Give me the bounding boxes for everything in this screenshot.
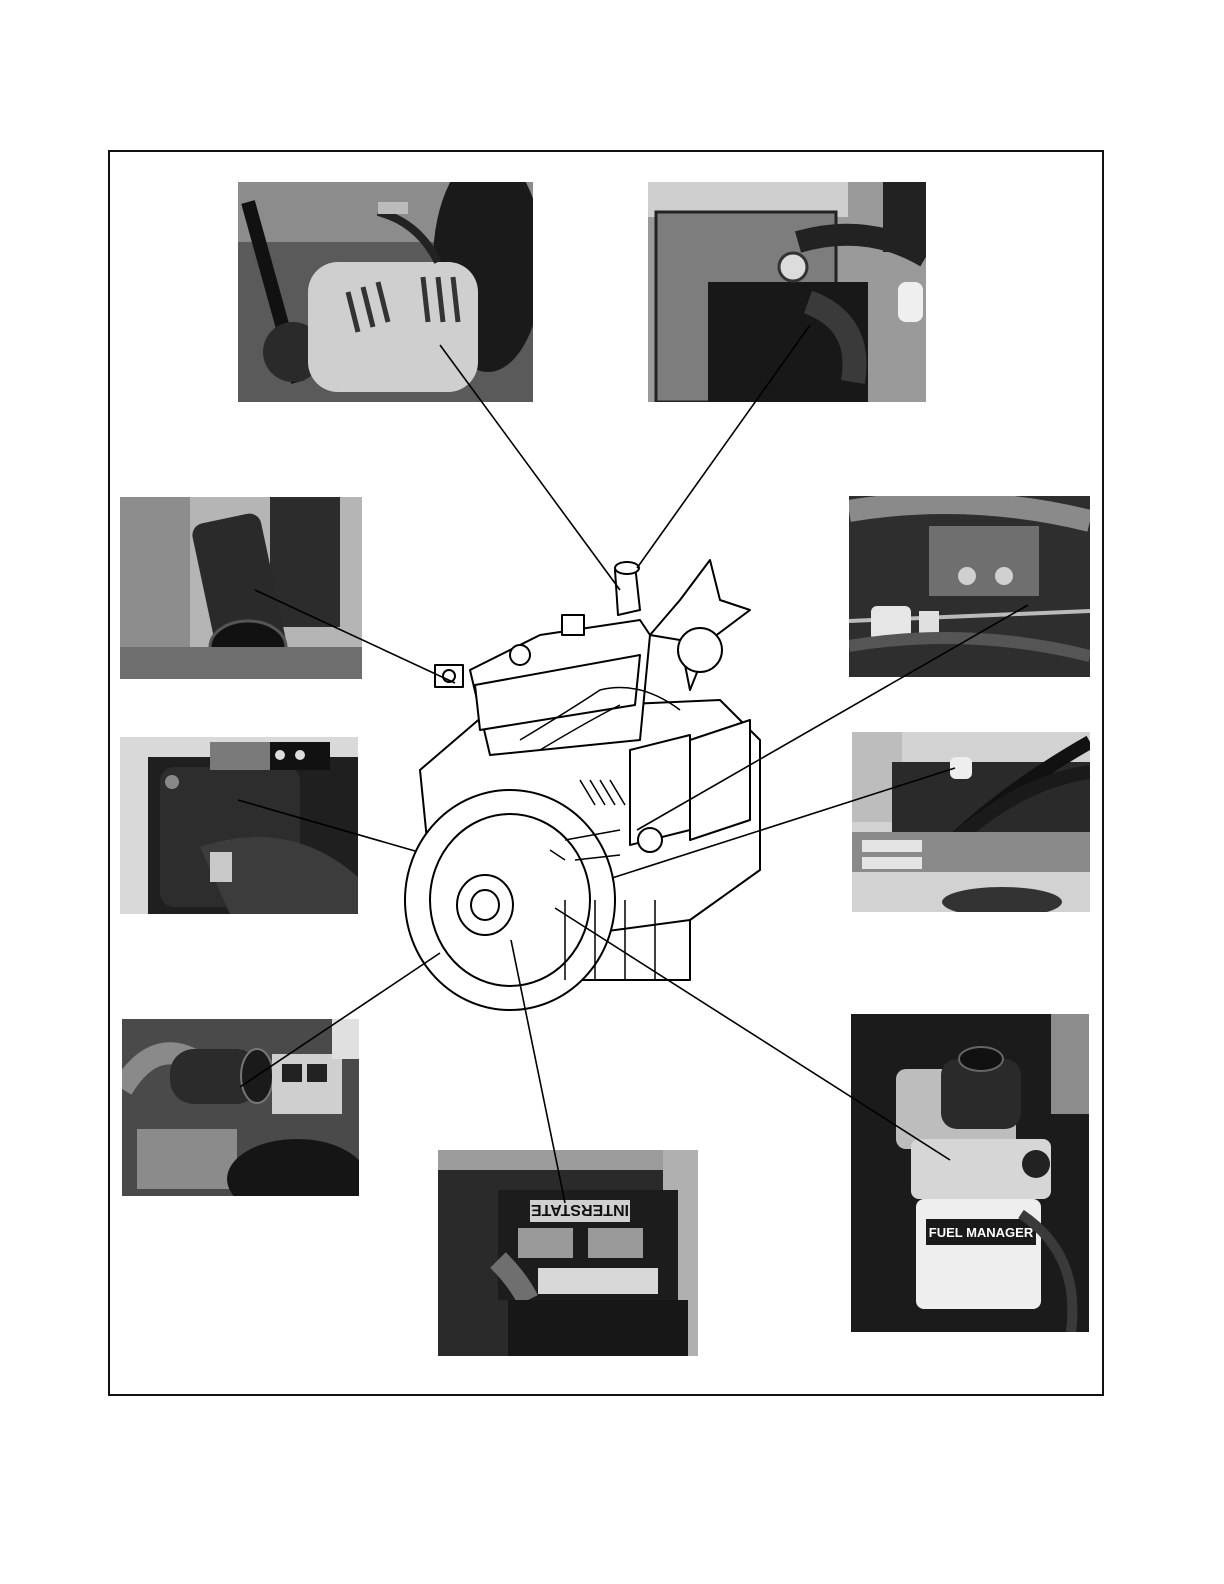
engine-line-drawing — [390, 540, 810, 1020]
exhaust-manifold-photo — [120, 737, 358, 914]
radiator-cap-photo — [648, 182, 926, 402]
battery-photo: INTERSTATE — [438, 1150, 698, 1356]
fuel-filter-brand-label: FUEL MANAGER — [929, 1225, 1034, 1240]
battery-brand-label: INTERSTATE — [531, 1201, 629, 1218]
alternator-photo — [238, 182, 533, 402]
air-cleaner-photo — [122, 1019, 359, 1196]
hydraulic-lines-photo — [852, 732, 1090, 912]
fuel-filter-photo: FUEL MANAGER — [851, 1014, 1089, 1332]
muffler-photo — [120, 497, 362, 679]
throttle-linkage-photo — [849, 496, 1090, 677]
